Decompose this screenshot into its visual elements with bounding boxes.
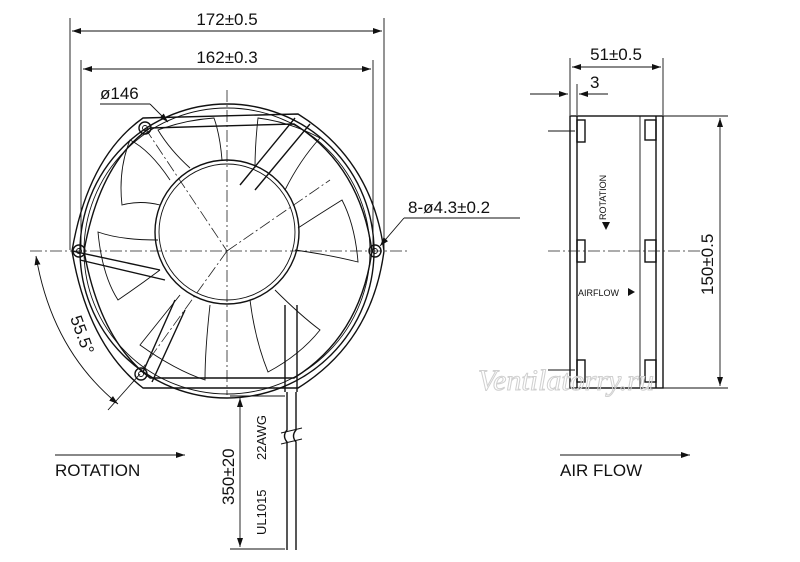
dim-162-text: 162±0.3	[196, 48, 257, 67]
dim-146-text: ø146	[100, 84, 139, 103]
airflow-marking-arrow	[628, 288, 635, 296]
dim-51-text: 51±0.5	[590, 45, 642, 64]
dim-150-text: 150±0.5	[698, 234, 717, 295]
lead-spec-awg: 22AWG	[254, 415, 269, 460]
airflow-marking: AIRFLOW	[578, 288, 620, 298]
fan-hub	[154, 159, 300, 305]
front-view: 172±0.5 162±0.3 ø146 8-ø4.3±0.2	[30, 10, 520, 550]
lead-spec-ul: UL1015	[254, 489, 269, 535]
side-view: 51±0.5 3 ROTATION AIRFLOW 150±0.5 AIR	[530, 45, 728, 480]
impeller-ring	[79, 103, 375, 399]
fan-blades	[97, 117, 359, 381]
dim-350-text: 350±20	[219, 448, 238, 505]
watermark: Ventilatorry.ru	[478, 364, 654, 397]
rotation-marking-arrow	[602, 222, 610, 230]
dim-172-text: 172±0.5	[196, 10, 257, 29]
fan-frame	[71, 113, 385, 389]
angle-arc	[34, 255, 119, 405]
side-body	[569, 115, 664, 389]
dim-holes-text: 8-ø4.3±0.2	[408, 198, 490, 217]
rotation-marking: ROTATION	[598, 175, 608, 220]
airflow-label: AIR FLOW	[560, 461, 642, 480]
rotation-label: ROTATION	[55, 461, 140, 480]
lead-wires	[280, 392, 303, 550]
dim-3-text: 3	[590, 73, 599, 92]
